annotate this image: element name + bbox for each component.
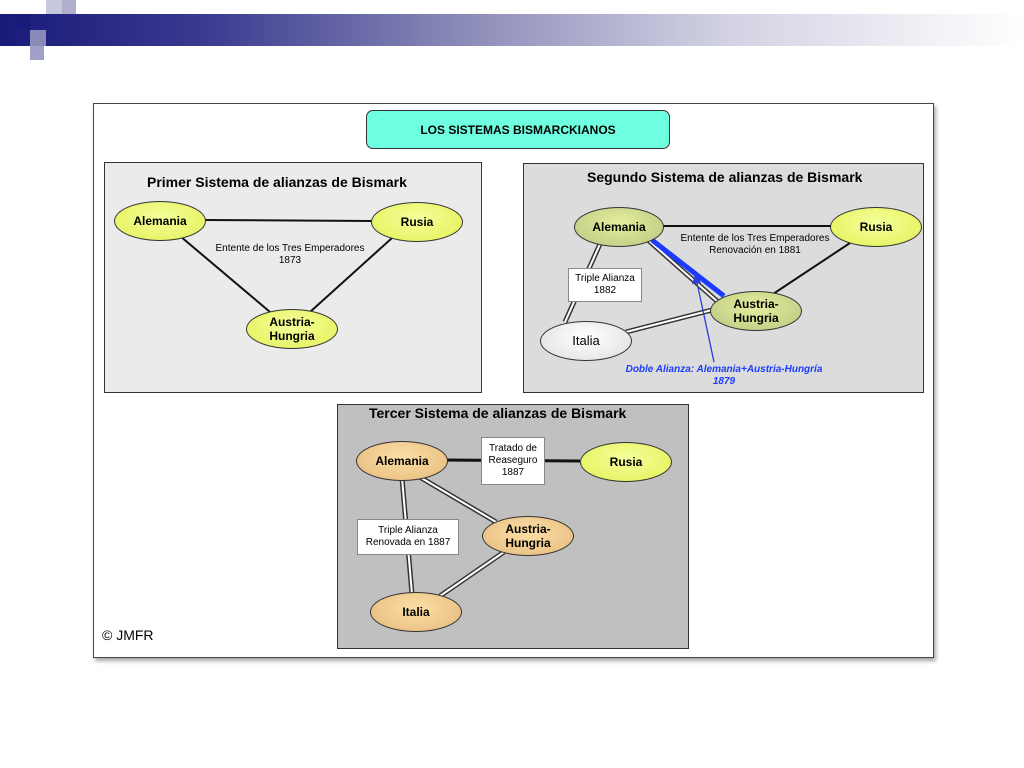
node-rusia-3: Rusia <box>580 442 672 482</box>
node-rusia-2: Rusia <box>830 207 922 247</box>
line-rusia-austria-2 <box>769 242 851 297</box>
diagram-title: LOS SISTEMAS BISMARCKIANOS <box>366 110 670 149</box>
decorative-square <box>30 46 44 60</box>
node-austria-hungria-2: Austria- Hungria <box>710 291 802 331</box>
panel1-title: Primer Sistema de alianzas de Bismark <box>147 174 407 190</box>
label-entente-1881: Entente de los Tres Emperadores Renovaci… <box>680 233 830 256</box>
header-decoration-bar <box>0 14 1024 46</box>
decorative-square <box>62 0 76 14</box>
decorative-square <box>30 30 46 46</box>
credit-text: © JMFR <box>102 627 154 643</box>
line-rusia-austria-1 <box>309 237 393 313</box>
decorative-square <box>46 0 62 14</box>
label-doble-alianza-1879: Doble Alianza: Alemania+Austria-Hungría … <box>625 364 823 387</box>
node-rusia-1: Rusia <box>371 202 463 242</box>
node-alemania-2: Alemania <box>574 207 664 247</box>
label-triple-alianza-1882: Triple Alianza 1882 <box>568 268 642 302</box>
decorative-square <box>14 14 30 30</box>
node-austria-hungria-1: Austria- Hungria <box>246 309 338 349</box>
label-entente-1873: Entente de los Tres Emperadores 1873 <box>215 243 365 266</box>
node-alemania-3: Alemania <box>356 441 448 481</box>
label-triple-alianza-renovada: Triple Alianza Renovada en 1887 <box>357 519 459 555</box>
node-austria-hungria-3: Austria- Hungria <box>482 516 574 556</box>
label-tratado-reaseguro-1887: Tratado de Reaseguro 1887 <box>481 437 545 485</box>
line-alemania-austria-1 <box>179 235 271 313</box>
panel3-title: Tercer Sistema de alianzas de Bismark <box>369 405 627 421</box>
line-doble-alianza <box>650 238 726 298</box>
panel2-title: Segundo Sistema de alianzas de Bismark <box>587 169 863 185</box>
node-alemania-1: Alemania <box>114 201 206 241</box>
node-italia-2: Italia <box>540 321 632 361</box>
line-alemania-rusia-1 <box>203 219 373 222</box>
node-italia-3: Italia <box>370 592 462 632</box>
